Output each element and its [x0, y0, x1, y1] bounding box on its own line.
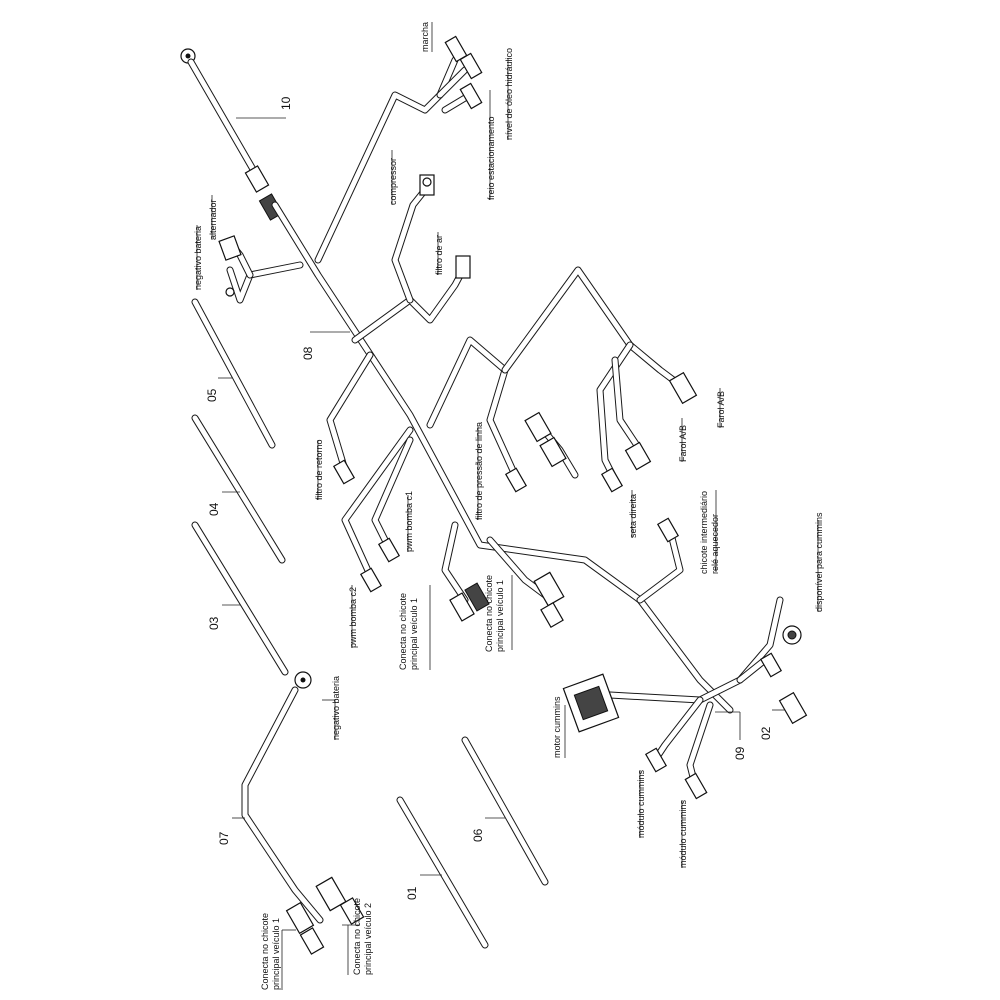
part-08-main-harness: 08 — [226, 56, 734, 714]
label-modulo-cummins-1: módulo cummins — [636, 769, 646, 838]
label-negativo-bateria-07: negativo bateria — [331, 676, 341, 740]
part-number-08: 08 — [301, 346, 315, 360]
part-number-07: 07 — [217, 831, 231, 845]
connector-marcha — [444, 35, 483, 110]
label-conecta-07a-line1: Conecta no chicote — [260, 913, 270, 990]
label-farol-ab-2: Farol A/B — [716, 391, 726, 428]
label-chicote-intermediario-line1: chicote intermediário — [699, 491, 709, 574]
connector-principal-1a — [449, 582, 490, 622]
connector-motor-cummins — [562, 673, 620, 733]
connector-modulo-cummins-1 — [644, 747, 668, 773]
label-conecta-1a-line2: principal veículo 1 — [409, 598, 419, 670]
part-number-04: 04 — [207, 502, 221, 516]
label-nivel-oleo: nível de óleo hidráulico — [504, 48, 514, 140]
connector-07-principal-2 — [315, 876, 365, 925]
part-10-cable: 10 — [180, 48, 293, 221]
label-conecta-07a-line2: principal veículo 1 — [271, 918, 281, 990]
label-negativo-bateria-top: negativo bateria — [193, 226, 203, 290]
connector-rele-aquecedor — [656, 517, 680, 543]
part-07-harness: 07 — [217, 671, 365, 955]
label-conecta-07b-line2: principal veículo 2 — [363, 903, 373, 975]
label-disponivel-cummins: disponível para cummins — [814, 512, 824, 612]
part-number-06: 06 — [471, 828, 485, 842]
part-number-02: 02 — [759, 726, 773, 740]
part-03-cable: 03 — [191, 521, 289, 676]
connector-disponivel-cummins — [782, 625, 802, 645]
label-motor-cummins: motor cummins — [552, 696, 562, 758]
part-number-09: 09 — [733, 746, 747, 760]
part-04-cable: 04 — [191, 414, 286, 564]
connector-farol-ab-1 — [624, 441, 652, 471]
label-modulo-cummins-2: módulo cummins — [678, 799, 688, 868]
connector-filtro-ar — [455, 255, 471, 279]
part-number-03: 03 — [207, 616, 221, 630]
label-filtro-pressao-linha: filtro de pressão de linha — [474, 422, 484, 520]
label-alternador: alternador — [208, 199, 218, 240]
label-marcha: marcha — [420, 22, 430, 52]
label-conecta-1b-line2: principal veículo 1 — [495, 580, 505, 652]
label-pwm-bomba-c1: pwm bomba c1 — [404, 491, 414, 552]
part-01-cable: 01 — [396, 796, 489, 949]
label-filtro-retorno: filtro de retorno — [314, 439, 324, 500]
connector-farol-ab-2 — [668, 371, 698, 405]
label-compressor: compressor — [388, 158, 398, 205]
label-filtro-ar: filtro de ar — [434, 235, 444, 275]
label-conecta-1a-line1: Conecta no chicote — [398, 593, 408, 670]
connector-pwm-c1 — [377, 537, 401, 563]
connector-relay-block — [524, 411, 567, 468]
connector-cummins-aux — [759, 652, 783, 678]
callout-labels: marcha nível de óleo hidráulico freio es… — [193, 22, 824, 990]
part-number-01: 01 — [405, 886, 419, 900]
connector-07-principal-1 — [285, 901, 325, 955]
connector-filtro-retorno — [332, 459, 356, 485]
connector-alternador — [218, 235, 242, 261]
label-chicote-intermediario-line2: relé aquecedor — [710, 514, 720, 574]
label-conecta-07b-line1: Conecta no chicote — [352, 898, 362, 975]
connector-filtro-pressao — [504, 467, 528, 493]
label-freio-estacionamento: freio estacionamento — [486, 116, 496, 200]
part-09-cummins-harness: 09 — [562, 596, 802, 800]
connector-pwm-c2 — [359, 567, 383, 593]
label-seta-direita: seta direita — [628, 494, 638, 538]
part-05-cable: 05 — [191, 298, 276, 449]
connector-seta-direita — [600, 467, 624, 493]
connector-negativo-bateria-top — [225, 287, 235, 297]
connector-compressor — [419, 174, 435, 196]
part-number-05: 05 — [205, 388, 219, 402]
label-pwm-bomba-c2: pwm bomba c2 — [348, 587, 358, 648]
label-conecta-1b-line1: Conecta no chicote — [484, 575, 494, 652]
part-number-10: 10 — [279, 96, 293, 110]
connector-principal-1b — [533, 571, 565, 628]
part-06-cable: 06 — [461, 736, 549, 886]
connector-modulo-cummins-2 — [684, 772, 708, 800]
label-farol-ab-1: Farol A/B — [678, 425, 688, 462]
part-02-connector: 02 — [759, 691, 808, 740]
